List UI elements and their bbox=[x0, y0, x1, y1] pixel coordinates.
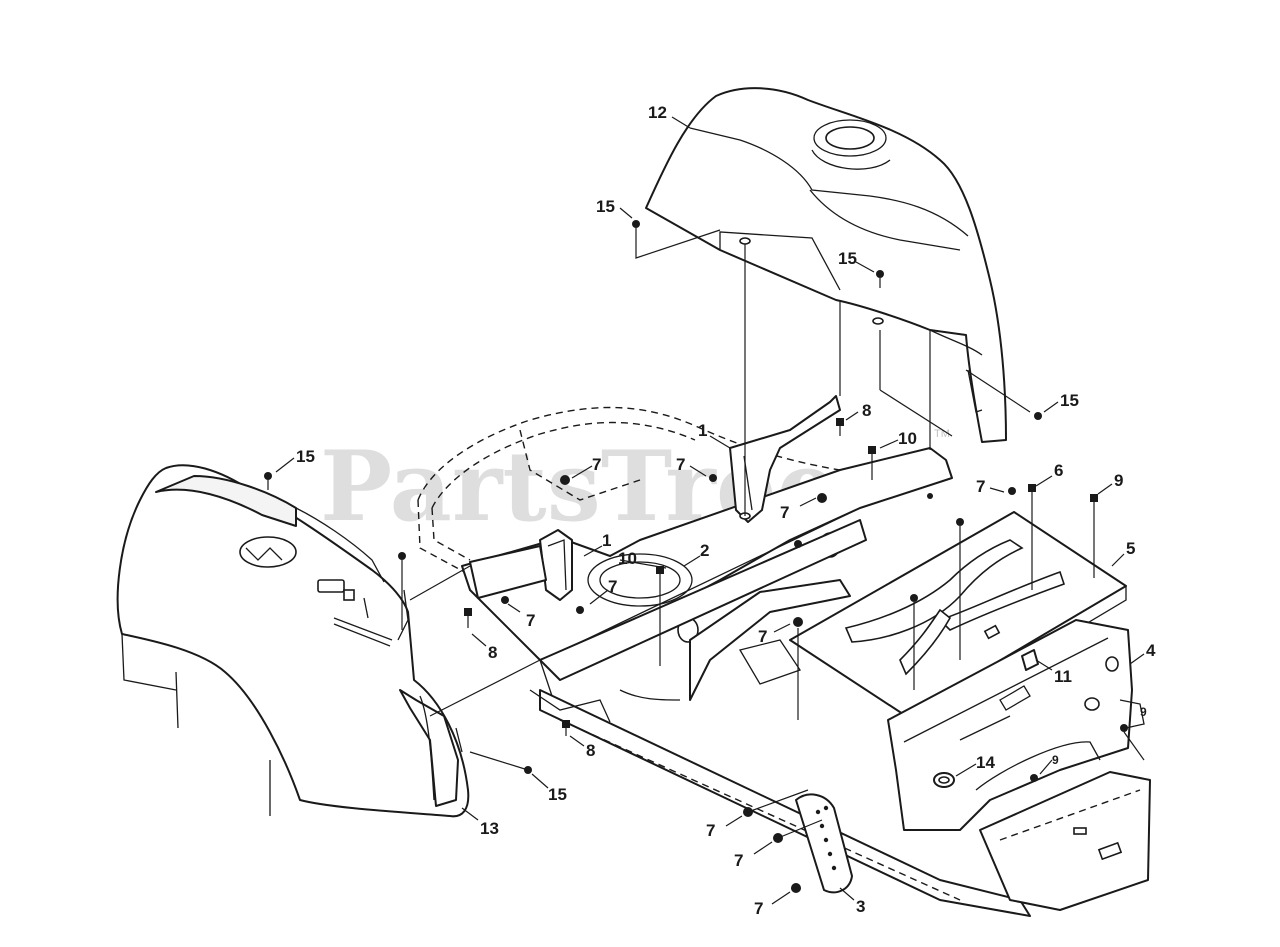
callout-11: 11 bbox=[1054, 667, 1072, 686]
bolt-9-right bbox=[1120, 724, 1128, 732]
callout-12: 12 bbox=[648, 103, 667, 122]
height-plate-3[interactable] bbox=[795, 793, 853, 894]
callout-8-bottom: 8 bbox=[586, 741, 595, 760]
callout-7-g: 7 bbox=[758, 627, 767, 646]
callout-7-b: 7 bbox=[592, 455, 601, 474]
bolt-8-top bbox=[836, 418, 844, 436]
bolt-9-top bbox=[1090, 494, 1098, 578]
watermark-trademark: TM bbox=[934, 428, 950, 440]
callout-leaders bbox=[275, 116, 1145, 905]
bolt-8-left bbox=[464, 608, 472, 628]
callout-15-mid: 15 bbox=[838, 249, 857, 268]
nut-7-f bbox=[501, 596, 509, 604]
callout-8-top: 8 bbox=[862, 401, 871, 420]
bolt-10-top bbox=[868, 446, 876, 480]
nut-7-b bbox=[560, 475, 570, 485]
callout-7-e: 7 bbox=[608, 577, 617, 596]
callout-9-top: 9 bbox=[1114, 471, 1123, 490]
bracket-1-left[interactable] bbox=[469, 529, 573, 601]
callout-13: 13 bbox=[480, 819, 499, 838]
callout-7-i: 7 bbox=[734, 851, 743, 870]
nut-7-d bbox=[817, 493, 827, 503]
callout-7-d: 7 bbox=[780, 503, 789, 522]
rear-fender-12[interactable] bbox=[645, 87, 1007, 443]
callout-9-low: 9 bbox=[1052, 753, 1059, 767]
nut-7-e bbox=[576, 606, 584, 614]
callout-1-right: 1 bbox=[698, 421, 707, 440]
front-fender-13[interactable] bbox=[116, 464, 470, 818]
nut-7-j bbox=[791, 883, 801, 893]
bolt-10-mid bbox=[656, 566, 664, 666]
callout-7-a: 7 bbox=[676, 455, 685, 474]
callout-8-left: 8 bbox=[488, 643, 497, 662]
bumper-11[interactable] bbox=[1021, 649, 1039, 671]
callout-6: 6 bbox=[1054, 461, 1063, 480]
screw-15-mid bbox=[876, 270, 884, 288]
callout-7-j: 7 bbox=[754, 899, 763, 918]
bolt-9-low bbox=[1030, 774, 1038, 782]
callout-4: 4 bbox=[1146, 641, 1156, 660]
hardware-fasteners bbox=[264, 220, 1128, 893]
assembly-lines bbox=[401, 229, 1145, 839]
callout-15-top: 15 bbox=[596, 197, 615, 216]
callout-10-top: 10 bbox=[898, 429, 917, 448]
screw-15-right bbox=[1034, 412, 1042, 420]
callout-15-right: 15 bbox=[1060, 391, 1079, 410]
screw-15-left bbox=[264, 472, 272, 490]
callout-7-c: 7 bbox=[976, 477, 985, 496]
callout-5: 5 bbox=[1126, 539, 1135, 558]
callout-7-h: 7 bbox=[706, 821, 715, 840]
main-frame-2[interactable] bbox=[461, 447, 1031, 917]
callout-2: 2 bbox=[700, 541, 709, 560]
nut-7-c bbox=[1008, 487, 1016, 495]
callout-15-left: 15 bbox=[296, 447, 315, 466]
callout-14: 14 bbox=[976, 753, 995, 772]
callout-9-right: 9 bbox=[1140, 705, 1147, 719]
nut-7-g bbox=[793, 617, 803, 627]
callout-labels: 12 15 15 15 15 15 1 1 8 8 8 10 10 7 7 7 … bbox=[296, 103, 1156, 918]
seat-plate-5[interactable] bbox=[789, 511, 1127, 732]
callout-1-left: 1 bbox=[602, 531, 611, 550]
dashed-body-outline bbox=[417, 406, 901, 576]
bolt-8-bottom bbox=[562, 720, 570, 736]
callout-15-bottom: 15 bbox=[548, 785, 567, 804]
callout-3: 3 bbox=[856, 897, 865, 916]
bolt-6 bbox=[1028, 484, 1036, 590]
callout-10-mid: 10 bbox=[618, 549, 637, 568]
callout-7-f: 7 bbox=[526, 611, 535, 630]
screw-15-top bbox=[632, 220, 640, 236]
grommet-14[interactable] bbox=[933, 772, 955, 788]
lower-frame-rail bbox=[979, 699, 1151, 911]
nut-7-a bbox=[709, 474, 717, 482]
